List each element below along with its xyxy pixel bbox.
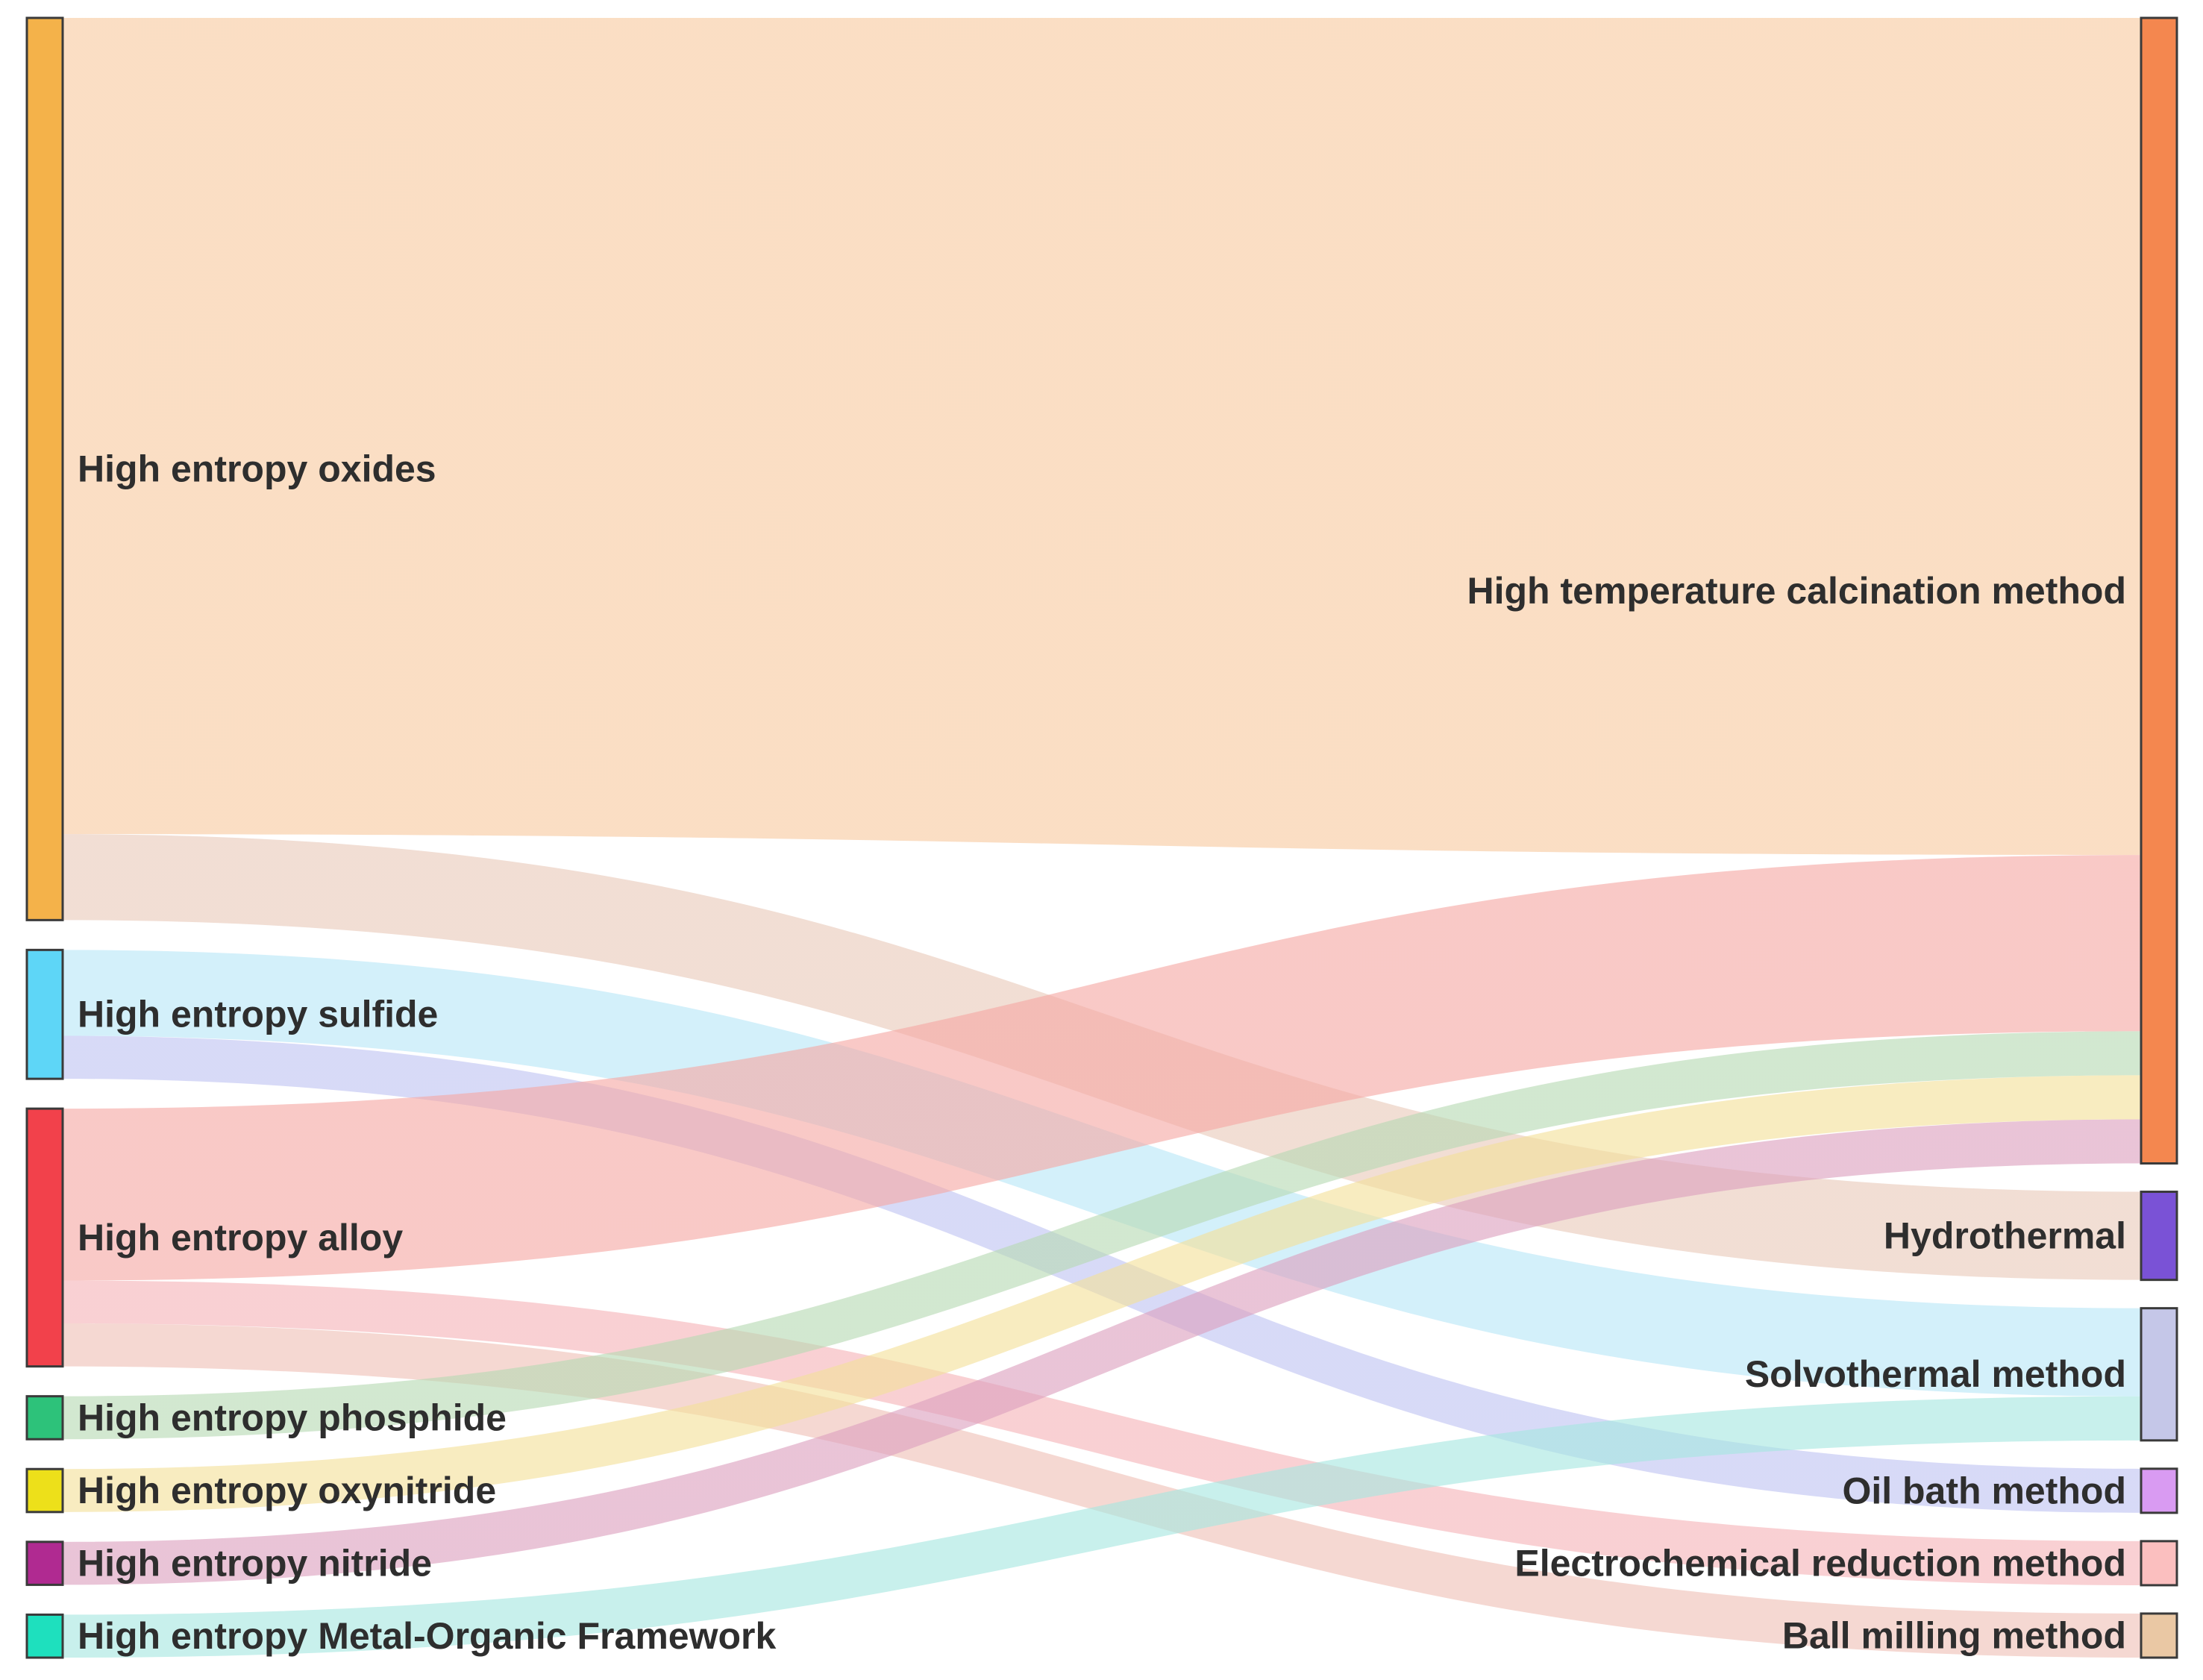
link-oxynitride-to-calcination [63, 1075, 2141, 1512]
link-sulfide-to-solvothermal [63, 950, 2141, 1397]
label-mof: High entropy Metal-Organic Framework [78, 1615, 776, 1657]
label-alloy: High entropy alloy [78, 1217, 403, 1259]
node-oxynitride [25, 1467, 64, 1514]
node-phosphide [25, 1395, 64, 1441]
node-calcination [2140, 16, 2178, 1165]
node-alloy [25, 1107, 64, 1368]
node-oxides [25, 16, 64, 921]
node-hydrothermal [2140, 1191, 2178, 1282]
label-ballmilling: Ball milling method [1782, 1614, 2126, 1656]
node-electrochemical [2140, 1540, 2178, 1587]
link-alloy-to-electrochemical [63, 1280, 2141, 1585]
sankey-nodes [25, 16, 2178, 1659]
node-ballmilling [2140, 1612, 2178, 1659]
label-electrochemical: Electrochemical reduction method [1514, 1542, 2126, 1584]
label-oxides: High entropy oxides [78, 448, 436, 490]
node-oilbath [2140, 1467, 2178, 1514]
label-calcination: High temperature calcination method [1467, 570, 2126, 612]
node-mof [25, 1613, 64, 1659]
link-alloy-to-ballmilling [63, 1323, 2141, 1658]
label-oilbath: Oil bath method [1842, 1470, 2126, 1511]
sankey-links [63, 18, 2141, 1658]
node-nitride [25, 1540, 64, 1586]
label-sulfide: High entropy sulfide [78, 994, 438, 1035]
label-hydrothermal: Hydrothermal [1884, 1215, 2126, 1257]
link-nitride-to-calcination [63, 1119, 2141, 1585]
node-solvothermal [2140, 1307, 2178, 1442]
label-oxynitride: High entropy oxynitride [78, 1470, 496, 1511]
link-mof-to-solvothermal [63, 1396, 2141, 1658]
link-oxides-to-calcination [63, 18, 2141, 856]
link-alloy-to-calcination [63, 855, 2141, 1281]
node-sulfide [25, 948, 64, 1080]
label-nitride: High entropy nitride [78, 1543, 432, 1585]
label-phosphide: High entropy phosphide [78, 1397, 507, 1438]
label-solvothermal: Solvothermal method [1745, 1353, 2126, 1395]
link-phosphide-to-calcination [63, 1031, 2141, 1440]
